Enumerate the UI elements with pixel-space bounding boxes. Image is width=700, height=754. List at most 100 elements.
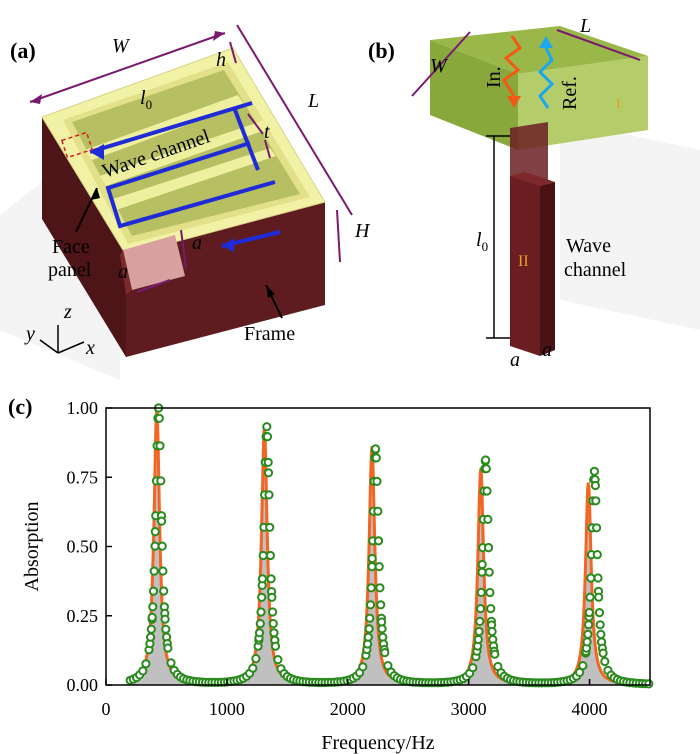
- data-point: [262, 432, 273, 442]
- partition-3: [110, 148, 276, 210]
- y-tick-label: 1.00: [67, 398, 99, 418]
- wave-path: [89, 101, 281, 248]
- data-point: [593, 573, 603, 583]
- data-point: [600, 656, 610, 667]
- data-point: [475, 604, 486, 614]
- data-point: [264, 490, 274, 500]
- data-point: [266, 574, 276, 584]
- b-dim-a1: a: [510, 349, 520, 371]
- data-point: [156, 476, 166, 486]
- frame-label: Frame: [244, 323, 295, 345]
- data-point: [364, 624, 374, 634]
- opening-hole: [123, 235, 185, 290]
- data-point: [591, 496, 601, 506]
- data-point: [584, 607, 594, 618]
- data-point: [148, 586, 159, 596]
- b-dim-W: W: [430, 55, 449, 77]
- data-point: [147, 612, 157, 623]
- panel-b: (b) W L In. Ref. I II l0: [368, 15, 648, 371]
- data-point: [158, 566, 168, 576]
- data-point: [483, 514, 493, 525]
- data-point: [372, 476, 382, 486]
- axis-x: x: [85, 337, 95, 359]
- b-dim-l0: l0: [476, 229, 488, 254]
- data-point: [487, 626, 497, 637]
- data-point: [578, 661, 588, 671]
- data-point: [582, 637, 592, 647]
- block-i-side: [518, 56, 648, 150]
- data-point: [154, 413, 164, 423]
- data-point: [365, 613, 375, 623]
- axis-y: y: [24, 323, 35, 345]
- data-point: [468, 663, 478, 673]
- data-point: [376, 600, 386, 610]
- data-point: [473, 634, 483, 645]
- channel-ii-side: [540, 182, 555, 356]
- data-point: [258, 550, 268, 561]
- data-point: [159, 586, 169, 596]
- path-arrowhead-1: [222, 238, 234, 252]
- data-point: [146, 632, 156, 642]
- data-point: [270, 641, 281, 651]
- b-wave-label-2: channel: [564, 259, 627, 281]
- b-dimension-lines: [411, 29, 641, 97]
- block-i-top: [430, 26, 648, 74]
- axis-z: z: [63, 301, 72, 323]
- data-point: [268, 619, 278, 629]
- y-tick-label: 0.00: [67, 675, 99, 695]
- region-ii-label: II: [518, 253, 529, 270]
- data-point: [254, 628, 265, 638]
- data-point: [644, 679, 654, 689]
- data-point: [150, 527, 160, 537]
- dim-L: L: [307, 90, 319, 112]
- data-point: [371, 444, 381, 454]
- data-point: [248, 663, 258, 673]
- block-i-front: [430, 40, 518, 150]
- y-tick-label: 0.75: [67, 467, 99, 487]
- data-point: [373, 536, 384, 546]
- data-point: [380, 648, 390, 658]
- data-point: [265, 522, 275, 532]
- data-point: [586, 573, 596, 583]
- y-tick-label: 0.50: [67, 537, 99, 557]
- unit-cell-marker: [60, 131, 94, 159]
- absorption-area-fill: [130, 408, 650, 685]
- data-point: [257, 592, 267, 602]
- frame-front-face: [126, 202, 325, 357]
- data-point: [160, 614, 170, 624]
- data-point: [371, 453, 381, 463]
- dim-l0: l0: [140, 87, 152, 112]
- face-panel-label-2: panel: [48, 259, 92, 281]
- data-point: [255, 619, 265, 629]
- data-point: [257, 574, 267, 584]
- data-point: [256, 607, 266, 617]
- face-panel-label-1: Face: [52, 236, 90, 258]
- incident-arrowhead: [507, 96, 521, 108]
- data-point: [598, 648, 608, 658]
- panel-a: (a): [10, 24, 371, 359]
- x-tick-label: 1000: [209, 699, 245, 719]
- y-axis-label: Absorption: [21, 502, 43, 592]
- b-wave-label-1: Wave: [566, 235, 611, 257]
- data-point: [585, 592, 595, 602]
- data-point: [366, 583, 376, 593]
- data-point: [273, 655, 283, 665]
- data-point: [596, 629, 606, 640]
- partition-2: [100, 120, 271, 186]
- channel-ii-top: [510, 172, 555, 186]
- region-i-label: I: [616, 97, 621, 112]
- coordinate-axes: [39, 325, 85, 354]
- opening-hole-shadow: [120, 250, 132, 295]
- panel-a-label: (a): [10, 38, 36, 63]
- data-point: [161, 624, 171, 634]
- data-point: [150, 541, 160, 551]
- data-point: [481, 464, 491, 474]
- data-point: [486, 604, 496, 614]
- x-tick-label: 0: [102, 699, 111, 719]
- data-point: [367, 553, 377, 564]
- face-panel-pointer-head: [91, 188, 100, 200]
- dim-H: H: [354, 220, 371, 242]
